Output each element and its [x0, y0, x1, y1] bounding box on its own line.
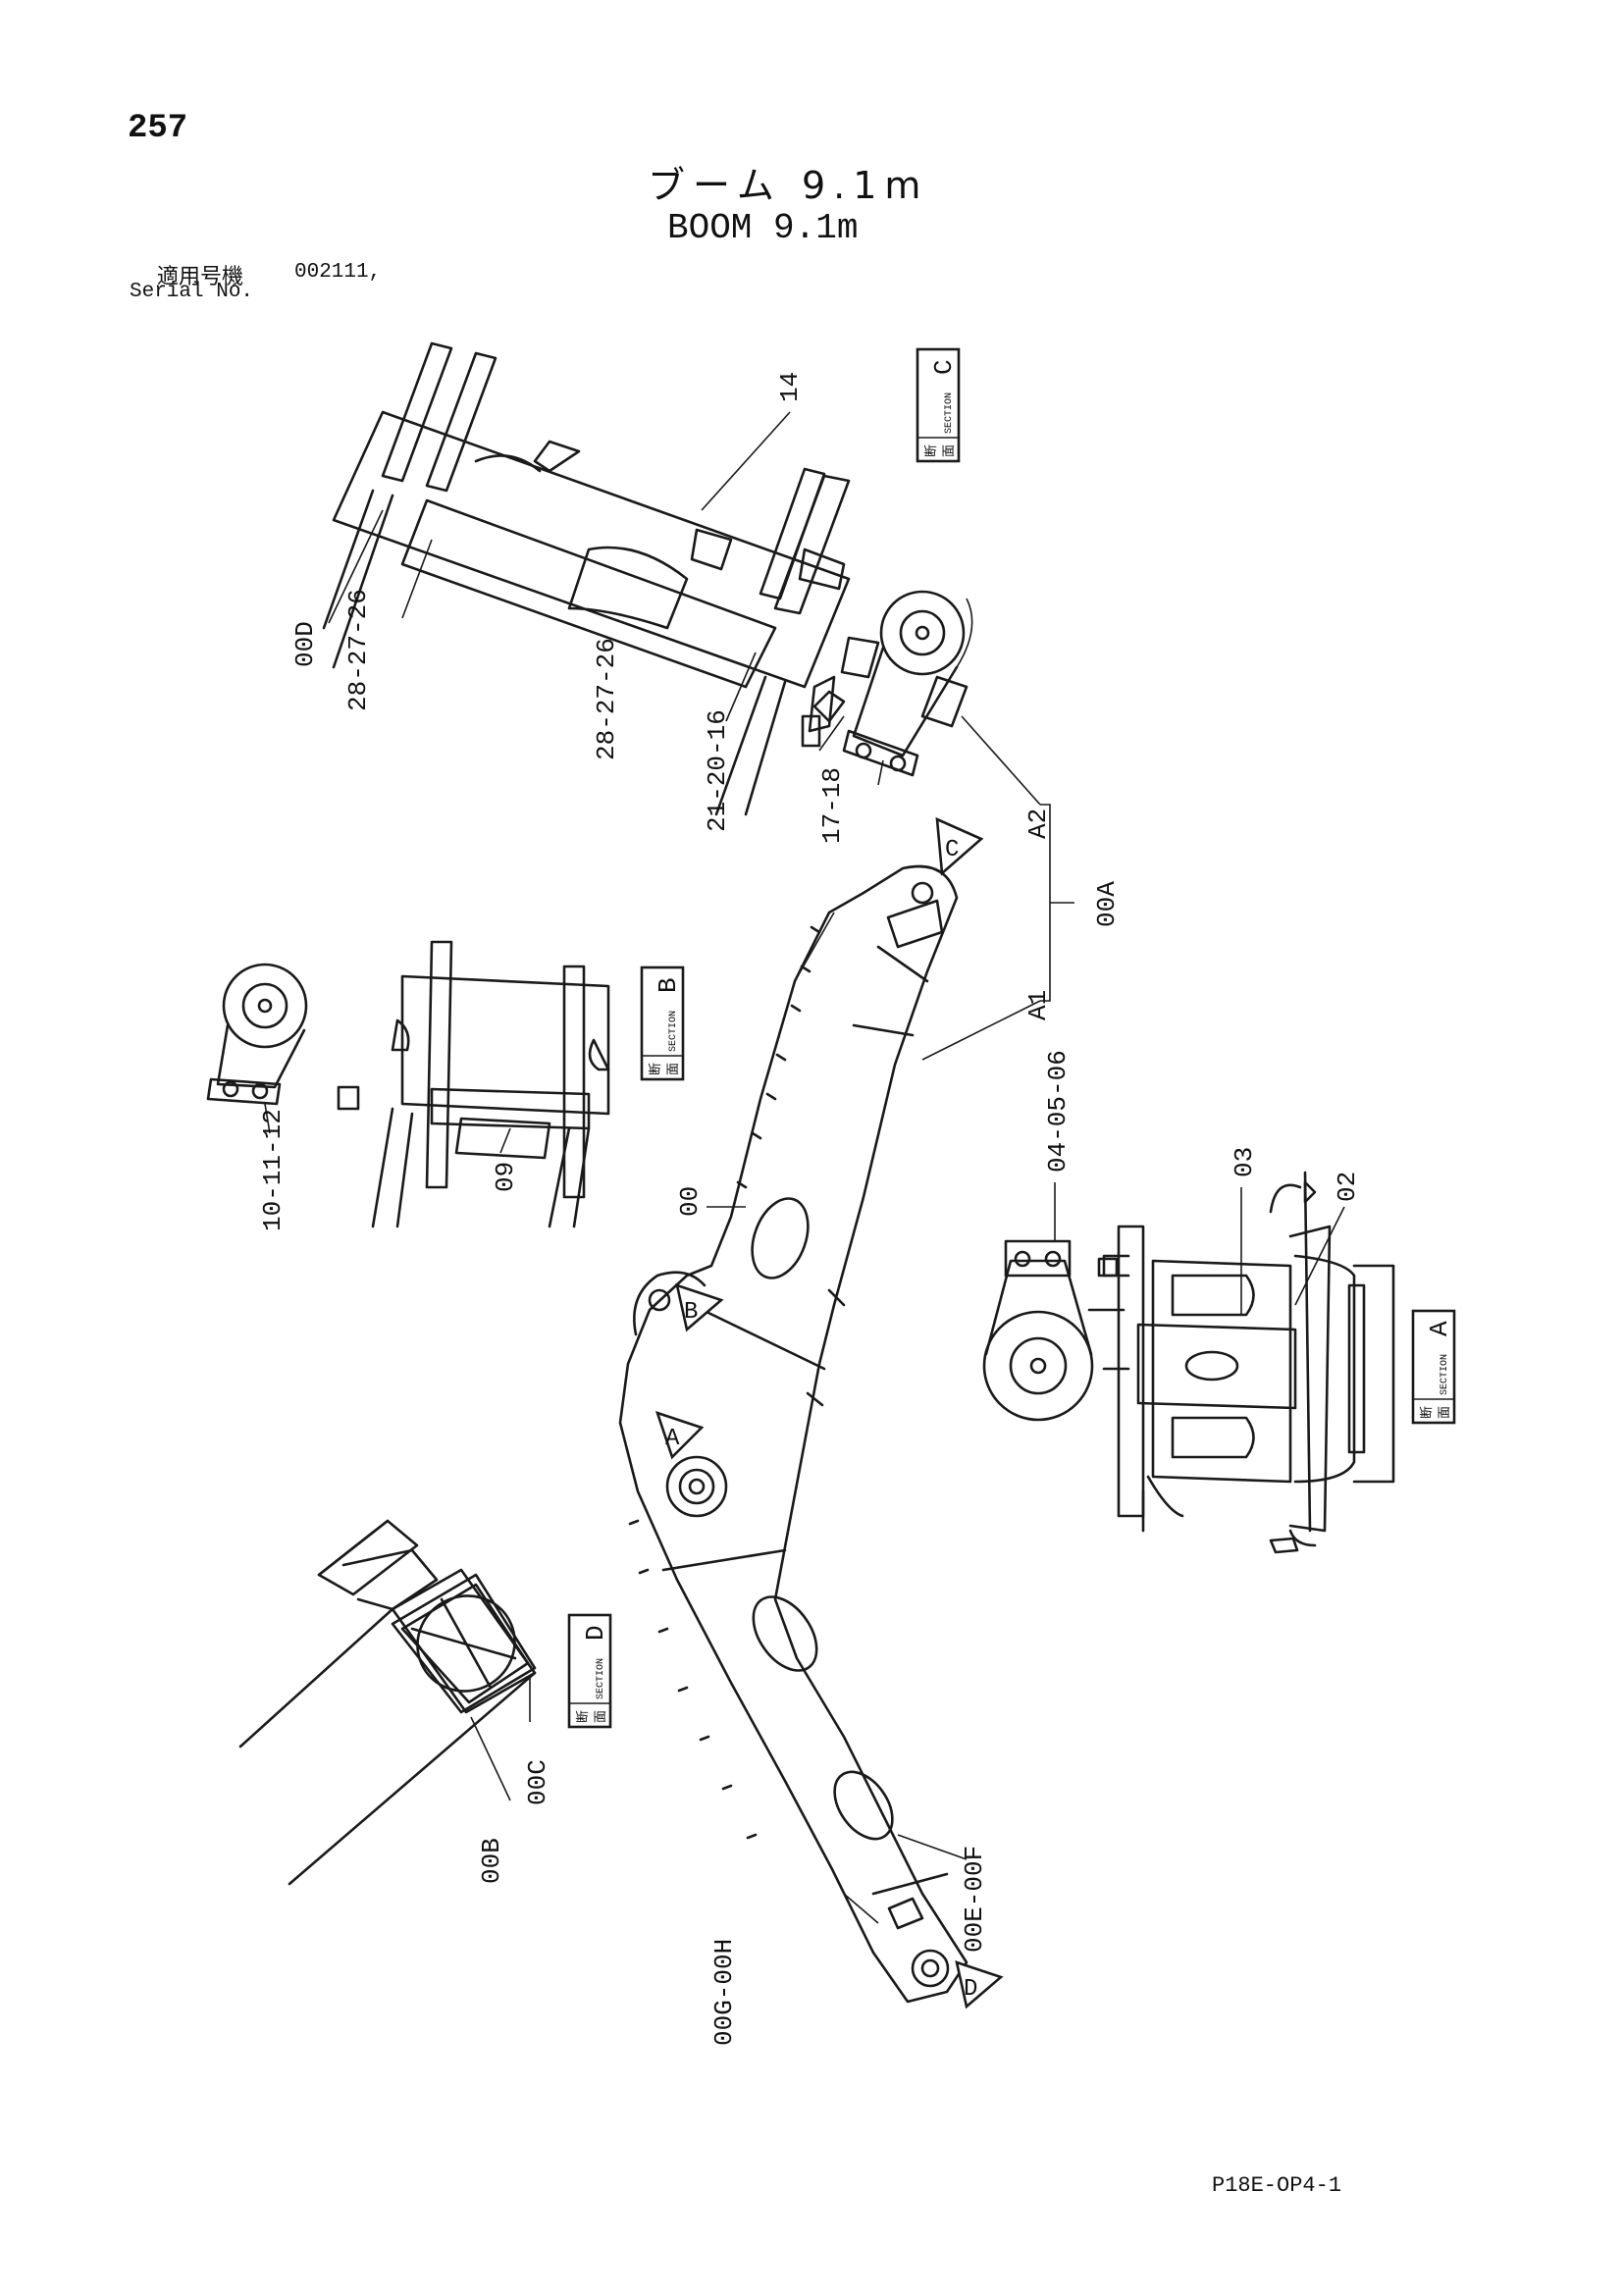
- callout-00a: 00A: [1092, 881, 1122, 927]
- callout-00e-00f: 00E-00F: [960, 1846, 989, 1953]
- svg-text:A: A: [1425, 1321, 1454, 1336]
- svg-text:B: B: [684, 1299, 698, 1326]
- callout-labels: 14 00D 28-27-26 28-27-26 21-20-16 17-18 …: [258, 372, 1362, 2046]
- section-b-detail: [206, 940, 610, 1228]
- svg-text:D: D: [581, 1625, 610, 1641]
- svg-text:SECTION: SECTION: [944, 392, 955, 434]
- title-english: BOOM 9.1m: [667, 208, 859, 248]
- serial-label-english: Serial No.: [130, 281, 254, 303]
- callout-00c: 00C: [523, 1759, 552, 1805]
- section-c-detail: [322, 341, 973, 816]
- section-a-label: 断 面 SECTION A: [1411, 1309, 1456, 1425]
- svg-text:SECTION: SECTION: [1440, 1354, 1450, 1395]
- svg-text:面: 面: [942, 444, 957, 457]
- serial-value: 002111,: [294, 261, 382, 284]
- callout-02: 02: [1333, 1172, 1362, 1202]
- drawing-code: P18E-OP4-1: [1212, 2173, 1342, 2198]
- callout-17-18: 17-18: [817, 767, 847, 844]
- section-b-label: 断 面 SECTION B: [640, 965, 685, 1081]
- section-c-label: 断 面 SECTION C: [916, 347, 961, 463]
- svg-text:SECTION: SECTION: [668, 1011, 679, 1052]
- callout-00: 00: [675, 1186, 705, 1217]
- svg-text:断: 断: [924, 444, 939, 457]
- callout-00g-00h: 00G-00H: [709, 1939, 739, 2046]
- callout-00b: 00B: [477, 1838, 506, 1884]
- svg-text:断: 断: [576, 1710, 591, 1723]
- section-d-label: 断 面 SECTION D: [567, 1613, 612, 1729]
- section-marker-c: C: [935, 816, 984, 876]
- serial-label-japanese: 適用号機: [157, 265, 244, 289]
- section-d-detail: [238, 1519, 537, 1886]
- svg-text:断: 断: [649, 1063, 663, 1075]
- section-marker-d: D: [955, 1960, 1004, 2009]
- svg-text:C: C: [945, 837, 959, 863]
- callout-04-05-06: 04-05-06: [1043, 1050, 1073, 1173]
- svg-text:SECTION: SECTION: [596, 1658, 606, 1699]
- callout-a2: A2: [1023, 809, 1053, 839]
- svg-text:面: 面: [1438, 1406, 1452, 1419]
- callout-21-20-16: 21-20-16: [703, 709, 732, 832]
- callout-28-27-26-right: 28-27-26: [592, 638, 621, 760]
- callout-a1: A1: [1023, 990, 1053, 1020]
- svg-text:面: 面: [666, 1063, 681, 1075]
- boom-main-body: [618, 864, 969, 2004]
- section-a-detail: [982, 1171, 1395, 1554]
- svg-text:C: C: [929, 359, 959, 375]
- callout-28-27-26-left: 28-27-26: [343, 589, 373, 711]
- svg-text:面: 面: [594, 1710, 608, 1723]
- leader-lines: [264, 411, 1345, 1924]
- section-marker-b: B: [675, 1283, 724, 1332]
- section-marker-a: A: [654, 1410, 705, 1460]
- svg-text:断: 断: [1420, 1406, 1435, 1419]
- page-number: 257: [128, 110, 188, 147]
- callout-00d: 00D: [290, 621, 320, 667]
- callout-10-11-12: 10-11-12: [258, 1109, 288, 1231]
- callout-14: 14: [775, 372, 805, 402]
- callout-03: 03: [1230, 1147, 1259, 1177]
- svg-text:D: D: [964, 1976, 977, 2003]
- svg-text:B: B: [654, 977, 683, 993]
- callout-09: 09: [491, 1162, 520, 1192]
- title-japanese: ブーム 9.1m: [648, 164, 929, 207]
- svg-text:A: A: [665, 1426, 680, 1452]
